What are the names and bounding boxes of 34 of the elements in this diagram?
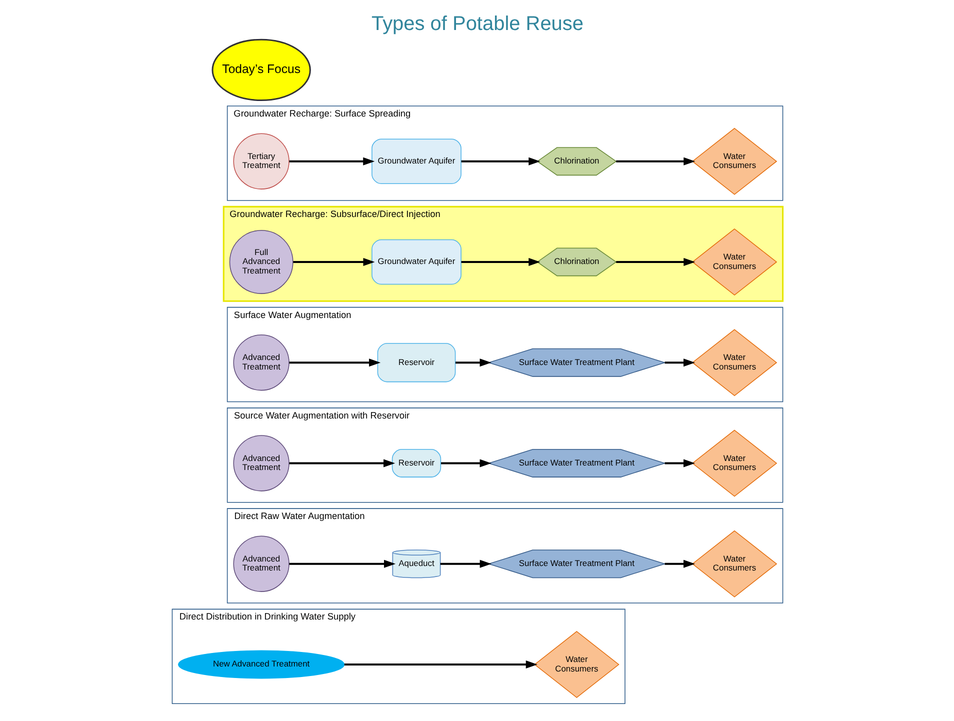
- node-diamond: Water Consumers: [691, 329, 777, 396]
- arrow: [288, 157, 374, 166]
- node-box: Reservoir: [376, 343, 456, 382]
- node-circle: Advanced Treatment: [232, 435, 289, 492]
- node-circle: Full Advanced Treatment: [228, 230, 293, 294]
- arrow: [440, 560, 491, 568]
- node-box: Groundwater Aquifer: [371, 138, 461, 184]
- diagram-title: Types of Potable Reuse: [370, 13, 584, 36]
- arrow: [288, 560, 396, 568]
- arrow: [616, 157, 695, 166]
- arrow: [460, 258, 540, 266]
- node-diamond: Water Consumers: [691, 530, 777, 598]
- arrow: [664, 560, 695, 568]
- node-diamond: Water Consumers: [691, 128, 777, 195]
- arrow: [664, 358, 695, 367]
- node-circle: Advanced Treatment: [232, 334, 289, 391]
- node-diamond: Water Consumers: [691, 430, 777, 497]
- arrow: [288, 358, 380, 367]
- arrow: [440, 459, 491, 468]
- arrow: [288, 459, 395, 468]
- node-box: Groundwater Aquifer: [371, 239, 461, 285]
- arrow: [454, 358, 491, 367]
- arrow: [344, 660, 537, 669]
- arrow: [616, 258, 695, 266]
- node-circle: Tertiary Treatment: [232, 133, 289, 190]
- node-circle: Advanced Treatment: [232, 536, 289, 592]
- node-diamond: Water Consumers: [534, 630, 619, 698]
- node-box: Reservoir: [391, 449, 441, 478]
- node-ellipse: Today’s Focus: [211, 38, 310, 102]
- arrow: [292, 258, 374, 266]
- arrow: [460, 157, 540, 166]
- node-ellipse: New Advanced Treatment: [177, 650, 344, 679]
- node-diamond: Water Consumers: [691, 228, 777, 296]
- arrow: [664, 459, 695, 468]
